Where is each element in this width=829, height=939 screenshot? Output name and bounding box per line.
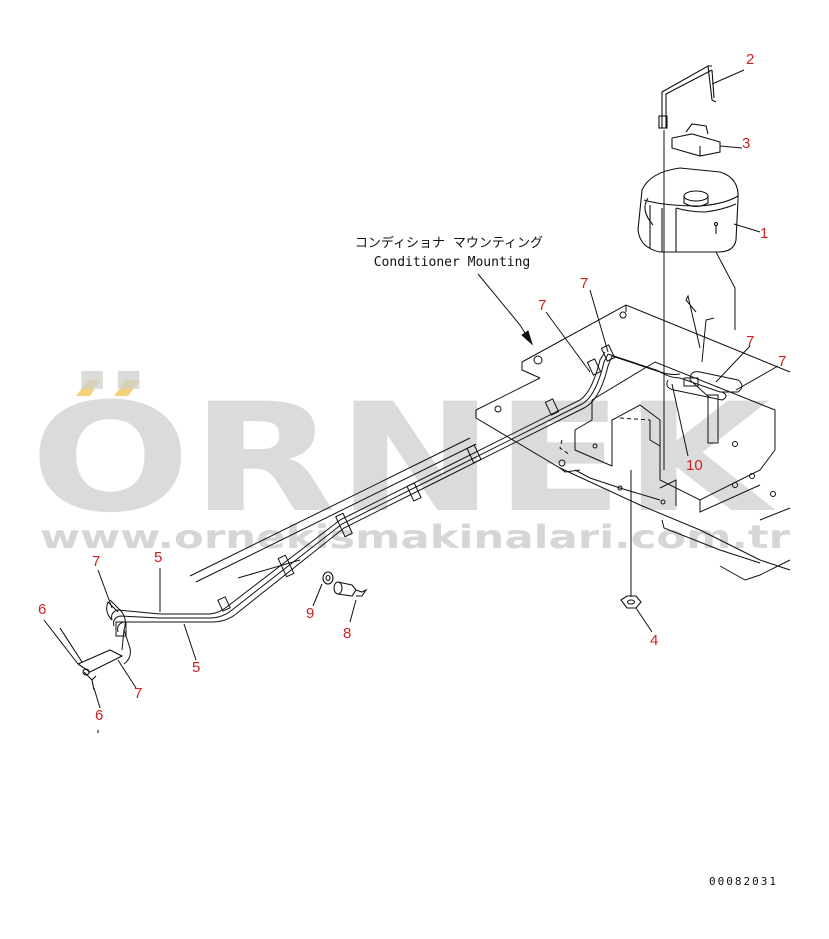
callout-5-b: 5 — [192, 659, 200, 676]
clamp-part — [671, 123, 721, 157]
floor-box — [559, 361, 776, 513]
callout-3: 3 — [742, 135, 750, 152]
unit-connector — [685, 251, 736, 363]
floor-plate — [475, 304, 791, 581]
bolt-part — [333, 581, 368, 597]
watermark: ÖRNEK www.ornekismakinalari.com.tr — [30, 370, 790, 556]
washer-part — [322, 571, 334, 585]
callout-numbers: 2 3 1 7 7 7 7 10 4 5 5 7 7 6 6 9 8 — [38, 51, 786, 724]
callout-4: 4 — [650, 632, 658, 649]
air-conditioner-unit — [637, 167, 739, 253]
watermark-website: www.ornekismakinalari.com.tr — [40, 518, 790, 556]
watermark-brand: ÖRNEK — [30, 370, 776, 546]
hose-lines — [106, 351, 743, 665]
watermark-accent-left — [76, 380, 100, 396]
callout-9: 9 — [306, 605, 314, 622]
center-line — [620, 130, 665, 609]
callout-7-b: 7 — [538, 297, 546, 314]
callout-2: 2 — [746, 51, 754, 68]
annotation-english: Conditioner Mounting — [374, 255, 531, 270]
mounting-bracket — [658, 65, 717, 129]
callout-7-a: 7 — [580, 275, 588, 292]
callout-6-a: 6 — [38, 601, 46, 618]
callout-6-b: 6 — [95, 707, 103, 724]
callout-7-f: 7 — [134, 685, 142, 702]
annotation-japanese: コンディショナ マウンティング — [355, 235, 543, 251]
callout-10: 10 — [686, 457, 703, 474]
callout-1: 1 — [760, 225, 768, 242]
callout-7-d: 7 — [778, 353, 786, 370]
hose-fitting — [59, 627, 124, 733]
callout-8: 8 — [343, 625, 351, 642]
callout-5-a: 5 — [154, 549, 162, 566]
watermark-accent-right — [114, 380, 140, 396]
hose-clips — [115, 344, 699, 637]
leader-lines — [43, 69, 779, 709]
callout-7-e: 7 — [92, 553, 100, 570]
nut-part — [620, 595, 642, 609]
drawing-number: 00082031 — [709, 875, 778, 888]
callout-7-c: 7 — [746, 333, 754, 350]
